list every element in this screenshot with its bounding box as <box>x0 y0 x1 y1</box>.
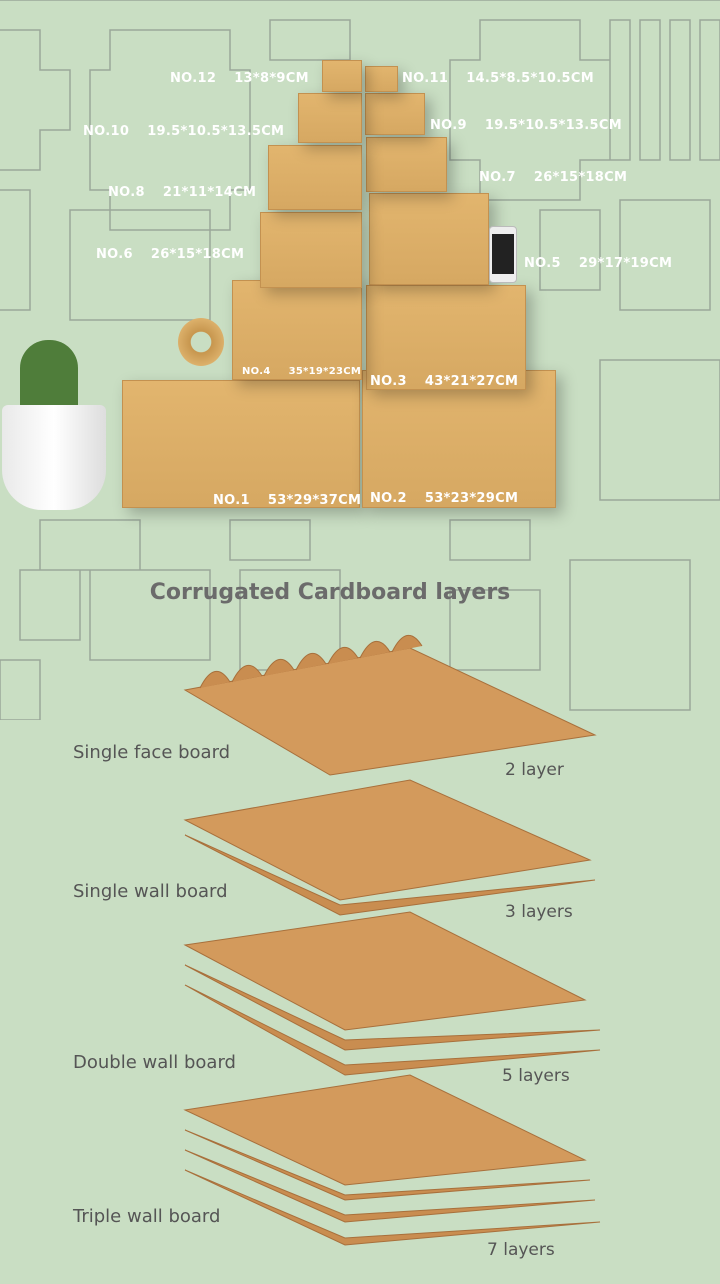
box-no2 <box>362 370 556 508</box>
box-no7 <box>366 137 447 192</box>
board-name-double-wall: Double wall board <box>73 1052 236 1073</box>
box-no8 <box>268 145 362 210</box>
box-no3 <box>366 285 526 390</box>
section-title: Corrugated Cardboard layers <box>149 580 511 605</box>
box-no1 <box>122 380 360 508</box>
box-no11 <box>365 66 398 92</box>
double-wall-board-image <box>183 911 601 1076</box>
box-no4 <box>232 280 362 380</box>
single-wall-board-image <box>183 779 596 916</box>
box-no6 <box>260 212 362 288</box>
board-name-single-face: Single face board <box>73 742 231 763</box>
board-layers-double-wall: 5 layers <box>502 1066 570 1086</box>
box-no10 <box>298 93 362 143</box>
phone-image <box>489 226 517 283</box>
board-layers-triple-wall: 7 layers <box>487 1240 555 1260</box>
single-face-board-image <box>183 635 597 776</box>
board-name-single-wall: Single wall board <box>73 881 228 902</box>
board-layers-single-wall: 3 layers <box>505 902 573 922</box>
board-layers-single-face: 2 layer <box>505 760 564 780</box>
box-no5 <box>369 193 489 285</box>
triple-wall-board-image <box>183 1074 601 1246</box>
tape-roll-image <box>178 318 224 366</box>
box-no12 <box>322 60 362 92</box>
board-name-triple-wall: Triple wall board <box>73 1206 221 1227</box>
box-no9 <box>365 93 425 135</box>
